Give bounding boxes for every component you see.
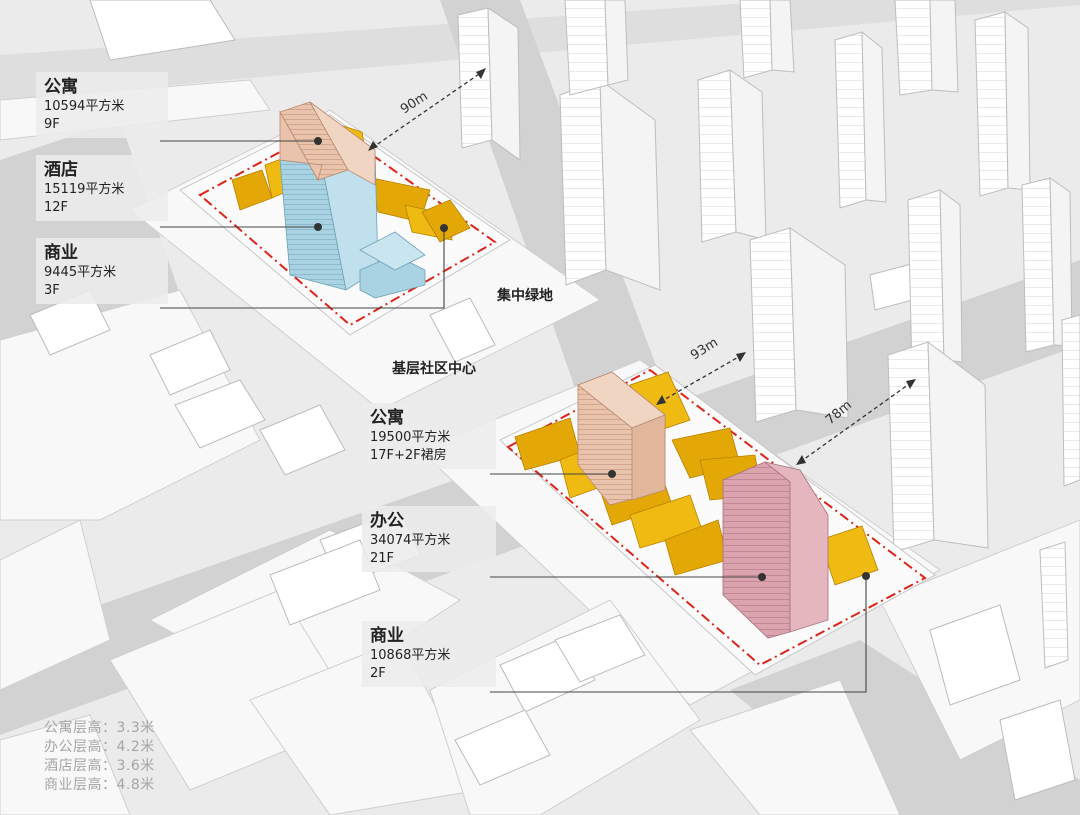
north-commercial-title: 商业 (44, 243, 78, 263)
north-site (179, 101, 511, 336)
north-hotel-area: 15119平方米 (44, 182, 125, 197)
floor-height-notes: 公寓层高：3.3米 办公层高：4.2米 酒店层高：3.6米 商业层高：4.8米 (44, 719, 155, 795)
green-space-label: 集中绿地 (497, 288, 553, 304)
south-commercial-area: 10868平方米 (370, 648, 451, 663)
leader-dots (314, 137, 870, 581)
arrow-heads (368, 68, 916, 465)
distance-label-90m: 90m (398, 89, 431, 117)
north-commercial-floors: 3F (44, 283, 60, 298)
distance-label-93m: 93m (688, 335, 721, 363)
south-office-area: 34074平方米 (370, 533, 451, 548)
south-office-floors: 21F (370, 551, 395, 566)
label-south-apartment: 公寓 19500平方米 17F+2F裙房 (362, 403, 496, 469)
north-apartment-floors: 9F (44, 117, 60, 132)
label-north-hotel: 酒店 15119平方米 12F (36, 155, 168, 221)
south-apartment-title: 公寓 (370, 408, 404, 428)
context-towers (457, 0, 1080, 669)
leader-lines (160, 140, 867, 693)
south-apartment-floors: 17F+2F裙房 (370, 448, 447, 463)
north-hotel-floors: 12F (44, 200, 69, 215)
north-apartment-area: 10594平方米 (44, 99, 125, 114)
north-retail-box (359, 231, 426, 299)
south-office-title: 办公 (370, 511, 404, 531)
floor-height-commercial: 商业层高：4.8米 (44, 777, 155, 793)
south-apartment-area: 19500平方米 (370, 430, 451, 445)
north-commercial-area: 9445平方米 (44, 265, 117, 280)
south-apartment-tower (577, 371, 666, 506)
label-north-apartment: 公寓 10594平方米 9F (36, 72, 168, 138)
floor-height-apartment: 公寓层高：3.3米 (44, 720, 155, 736)
south-commercial-floors: 2F (370, 666, 386, 681)
floor-height-office: 办公层高：4.2米 (44, 739, 155, 755)
north-apartment-title: 公寓 (44, 77, 78, 97)
south-commercial-title: 商业 (370, 626, 404, 646)
north-hotel-title: 酒店 (44, 160, 78, 180)
south-office-tower (722, 461, 829, 639)
label-north-commercial: 商业 9445平方米 3F (36, 238, 168, 304)
label-south-office: 办公 34074平方米 21F (362, 506, 496, 572)
label-south-commercial: 商业 10868平方米 2F (362, 621, 496, 687)
community-center-label: 基层社区中心 (392, 361, 476, 377)
dimension-lines (371, 71, 913, 463)
floor-height-hotel: 酒店层高：3.6米 (44, 758, 155, 774)
